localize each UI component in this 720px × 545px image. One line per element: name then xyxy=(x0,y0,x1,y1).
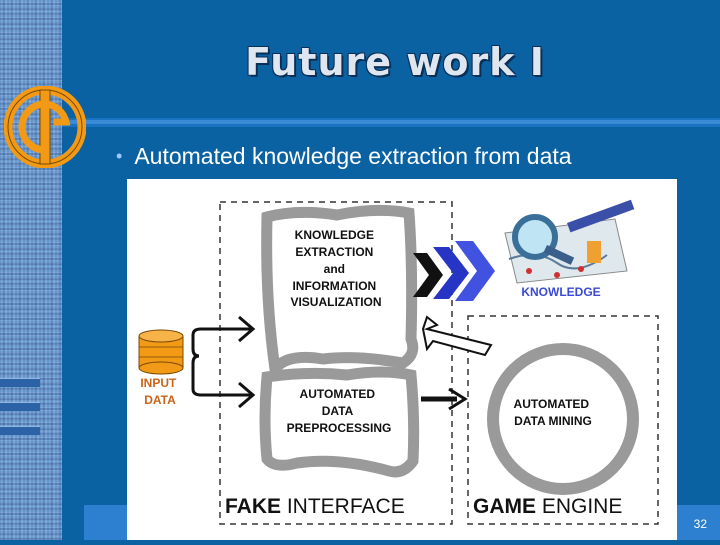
mining-text: AUTOMATED DATA MINING xyxy=(514,397,593,428)
chevron-arrows-icon xyxy=(413,241,495,301)
page-number: 32 xyxy=(693,517,707,531)
preprocessing-box xyxy=(259,366,420,478)
database-icon xyxy=(138,329,184,375)
bullet-text: Automated knowledge extraction from data xyxy=(134,143,572,169)
input-data-label: INPUT DATA xyxy=(140,376,179,407)
data-mining-ring xyxy=(487,343,639,495)
logo-icon xyxy=(4,86,86,168)
arrow-to-preprocessing xyxy=(191,354,253,397)
side-bar-3 xyxy=(0,426,40,435)
bullet-item: • Automated knowledge extraction from dat… xyxy=(116,143,572,170)
game-engine-label: GAME ENGINE xyxy=(473,495,622,518)
magnifier-chart-icon xyxy=(504,199,635,284)
slide-title: Future work I xyxy=(245,40,545,84)
diagram-svg: KNOWLEDGE EXTRACTION and INFORMATION VIS… xyxy=(138,199,659,525)
side-bar-1 xyxy=(0,378,40,387)
knowledge-box-text: KNOWLEDGE EXTRACTION and INFORMATION VIS… xyxy=(290,228,381,309)
knowledge-label: KNOWLEDGE xyxy=(521,285,600,299)
preprocessing-text: AUTOMATED DATA PREPROCESSING xyxy=(287,387,392,435)
arrow-to-extraction xyxy=(191,327,253,358)
side-bar-2 xyxy=(0,402,40,411)
diagram-figure: KNOWLEDGE EXTRACTION and INFORMATION VIS… xyxy=(127,179,677,540)
fake-interface-region xyxy=(219,201,453,525)
return-arrow xyxy=(421,315,493,357)
fake-interface-label: FAKE INTERFACE xyxy=(225,495,405,518)
title-underline-highlight xyxy=(62,120,720,124)
knowledge-extraction-box xyxy=(261,204,419,383)
bullet-dot: • xyxy=(116,146,123,166)
